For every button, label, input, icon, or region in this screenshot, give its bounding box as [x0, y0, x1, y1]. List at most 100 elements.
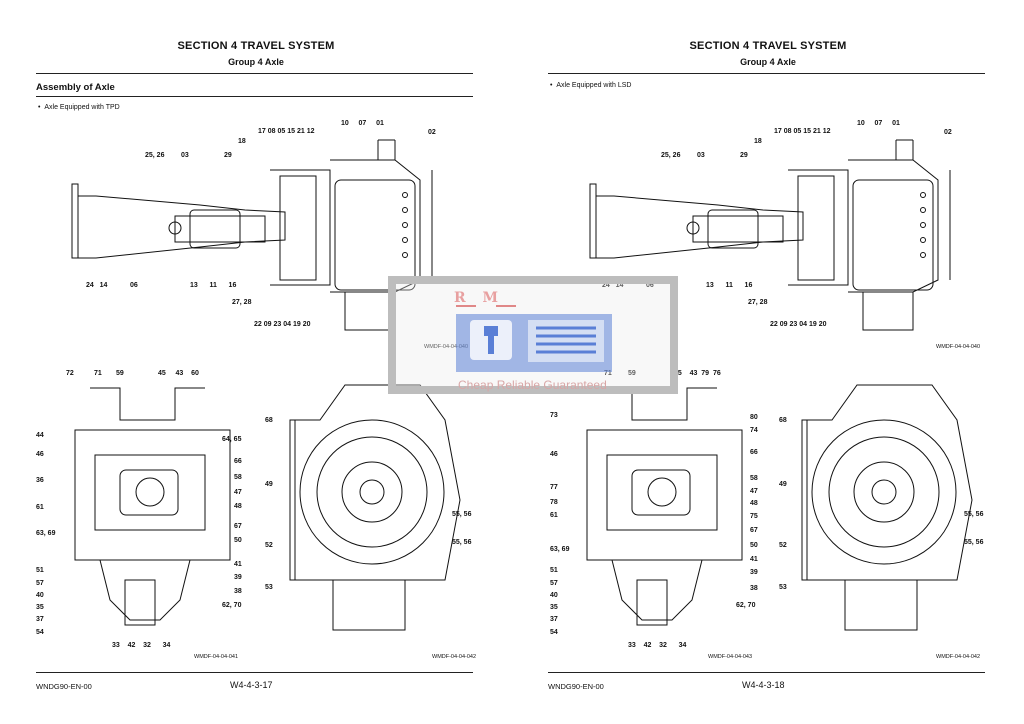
callout: 59 [116, 370, 124, 377]
callout: 40 [36, 592, 44, 599]
bullet-text: Axle Equipped with LSD [556, 82, 632, 89]
callout: 13 11 16 [706, 282, 753, 289]
callout: 17 08 05 15 21 12 [258, 128, 315, 135]
callout: 53 [779, 584, 787, 591]
figure-label: WMDF-04-04-040 [424, 344, 469, 350]
callout: 52 [779, 542, 787, 549]
callout: 39 [234, 574, 242, 581]
callout: 29 [224, 152, 232, 159]
callout: 74 [750, 427, 758, 434]
figure-label: WMDF-04-04-041 [194, 654, 239, 660]
watermark-brand: R M [454, 290, 505, 306]
page-number: W4-4-3-17 [230, 680, 273, 690]
callout: 48 [750, 500, 758, 507]
callout: 22 09 23 04 19 20 [254, 321, 311, 328]
callout: 24 14 [602, 282, 624, 289]
group-title: Group 4 Axle [228, 57, 284, 67]
bullet-text: Axle Equipped with TPD [44, 104, 120, 111]
callout: 58 [750, 475, 758, 482]
callout: 06 [646, 282, 654, 289]
callout: 40 [550, 592, 558, 599]
callout: 48 [234, 503, 242, 510]
differential-drawing [74, 387, 231, 626]
callout: 27, 28 [748, 299, 768, 306]
callout: 53 [265, 584, 273, 591]
callout: 39 [750, 569, 758, 576]
callout: 18 [238, 138, 246, 145]
callout: 47 [234, 489, 242, 496]
callout: 50 [234, 537, 242, 544]
callout: 51 [550, 567, 558, 574]
callout: 38 [750, 585, 758, 592]
callout: 54 [550, 629, 558, 636]
callout: 13 11 16 [190, 282, 237, 289]
callout: 59 [628, 370, 636, 377]
page-number: W4-4-3-18 [742, 680, 785, 690]
callout: 17 08 05 15 21 12 [774, 128, 831, 135]
watermark: R M Cheap Reliable Guaranteed [388, 276, 678, 394]
callout: 22 09 23 04 19 20 [770, 321, 827, 328]
callout: 37 [36, 616, 44, 623]
axle-drawings [71, 139, 461, 631]
footer-rule [548, 672, 985, 673]
callout: 80 [750, 414, 758, 421]
callout: 77 [550, 484, 558, 491]
callout: 55, 56 [964, 539, 984, 546]
callout: 45 43 79 76 [674, 370, 721, 377]
callout: 10 07 01 [857, 120, 900, 127]
callout: 62, 70 [222, 602, 242, 609]
callout: 37 [550, 616, 558, 623]
callout: 57 [550, 580, 558, 587]
header-rule [36, 73, 473, 74]
callout: 72 [66, 370, 74, 377]
subheading-rule [36, 96, 473, 97]
footer-code: WNDG90-EN-00 [36, 682, 92, 691]
callout: 35 [550, 604, 558, 611]
callout: 33 42 32 34 [112, 642, 171, 649]
callout: 18 [754, 138, 762, 145]
watermark-logo-icon [456, 305, 612, 372]
callout: 38 [234, 588, 242, 595]
callout: 33 42 32 34 [628, 642, 687, 649]
callout: 25, 26 [145, 152, 165, 159]
callout: 27, 28 [232, 299, 252, 306]
callout: 46 [550, 451, 558, 458]
callout: 71 [604, 370, 612, 377]
footer-rule [36, 672, 473, 673]
callout: 73 [550, 412, 558, 419]
callout: 66 [750, 449, 758, 456]
callout: 44 [36, 432, 44, 439]
end-view-drawing [801, 384, 973, 631]
callout: 64, 65 [222, 436, 242, 443]
figure-label: WMDF-04-04-040 [936, 344, 981, 350]
callout: 55, 56 [452, 511, 472, 518]
callout: 47 [750, 488, 758, 495]
watermark-tagline: Cheap Reliable Guaranteed [458, 378, 607, 392]
callout: 36 [36, 477, 44, 484]
header-rule [548, 73, 985, 74]
callout: 50 [750, 542, 758, 549]
callout: 29 [740, 152, 748, 159]
figure-label: WMDF-04-04-043 [708, 654, 753, 660]
callout: 55, 56 [452, 539, 472, 546]
callout: 68 [265, 417, 273, 424]
page-right: SECTION 4 TRAVEL SYSTEM Group 4 Axle • A… [512, 0, 1024, 724]
page-left: SECTION 4 TRAVEL SYSTEM Group 4 Axle Ass… [36, 40, 477, 691]
callout: 63, 69 [550, 546, 570, 553]
bullet-item: • Axle Equipped with LSD [550, 82, 632, 89]
figure-label: WMDF-04-04-042 [936, 654, 981, 660]
callout: 03 [181, 152, 189, 159]
callout: 52 [265, 542, 273, 549]
callout: 10 07 01 [341, 120, 384, 127]
callout: 58 [234, 474, 242, 481]
callout: 24 14 [86, 282, 108, 289]
callout: 45 43 60 [158, 370, 199, 377]
section-title: SECTION 4 TRAVEL SYSTEM [177, 40, 335, 52]
figure-label: WMDF-04-04-042 [432, 654, 477, 660]
callout: 49 [779, 481, 787, 488]
section-title: SECTION 4 TRAVEL SYSTEM [689, 40, 847, 52]
subheading: Assembly of Axle [36, 82, 115, 93]
callout: 41 [750, 556, 758, 563]
callout: 57 [36, 580, 44, 587]
callout: 61 [550, 512, 558, 519]
